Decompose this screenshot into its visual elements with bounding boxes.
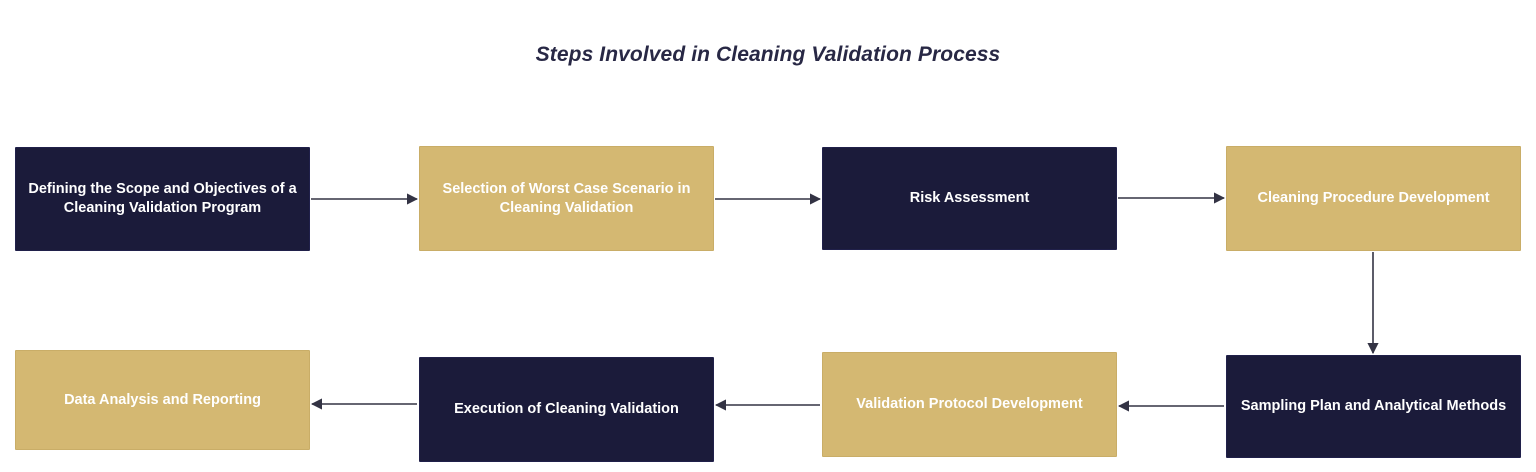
- flow-node-label: Defining the Scope and Objectives of a C…: [28, 181, 297, 216]
- flow-node-worst-case-scenario[interactable]: Selection of Worst Case Scenario in Clea…: [419, 146, 714, 251]
- flow-node-label: Risk Assessment: [909, 190, 1030, 206]
- flow-node-label: Execution of Cleaning Validation: [454, 401, 679, 417]
- flow-node-risk-assessment[interactable]: Risk Assessment: [822, 147, 1117, 250]
- flow-node-data-analysis-and-reporting[interactable]: Data Analysis and Reporting: [15, 350, 310, 450]
- flow-node-validation-protocol-development[interactable]: Validation Protocol Development: [822, 352, 1117, 457]
- flow-node-execution-of-cleaning-validation[interactable]: Execution of Cleaning Validation: [419, 357, 714, 462]
- flow-node-label: Validation Protocol Development: [856, 396, 1083, 412]
- flow-node-label: Cleaning Procedure Development: [1257, 190, 1490, 206]
- flow-node-label: Data Analysis and Reporting: [64, 391, 261, 408]
- flow-node-cleaning-procedure-development[interactable]: Cleaning Procedure Development: [1226, 146, 1521, 251]
- flow-node-label: Sampling Plan and Analytical Methods: [1240, 398, 1507, 414]
- diagram-title: Steps Involved in Cleaning Validation Pr…: [535, 43, 1001, 66]
- flow-node-defining-scope[interactable]: Defining the Scope and Objectives of a C…: [15, 147, 310, 251]
- flow-node-sampling-plan-analytical-methods[interactable]: Sampling Plan and Analytical Methods: [1226, 355, 1521, 458]
- flow-node-label: Selection of Worst Case Scenario in Clea…: [442, 180, 691, 216]
